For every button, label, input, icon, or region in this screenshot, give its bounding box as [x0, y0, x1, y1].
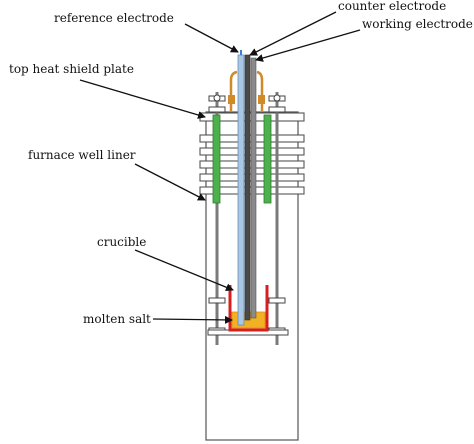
label-reference-electrode: reference electrode	[54, 11, 174, 25]
working-electrode	[250, 57, 257, 319]
reference-electrode	[237, 54, 245, 326]
arrow-molten-salt	[152, 315, 233, 324]
crucible	[228, 285, 269, 332]
label-molten-salt: molten salt	[83, 312, 151, 326]
green-insulators	[212, 114, 272, 204]
label-counter-electrode: counter electrode	[338, 0, 446, 13]
arrow-reference-electrode	[184, 23, 239, 53]
label-working-electrode: working electrode	[362, 17, 473, 31]
arrow-crucible	[134, 249, 234, 292]
arrow-furnace-well-liner	[134, 163, 206, 201]
leader-arrows	[79, 11, 361, 324]
label-crucible: crucible	[97, 235, 146, 249]
electrode-assembly	[237, 50, 257, 326]
counter-electrode	[244, 54, 251, 321]
copper-leads	[229, 70, 264, 112]
arrow-top-heat-shield-plate	[79, 79, 206, 119]
arrow-working-electrode	[255, 29, 361, 62]
label-furnace-well-liner: furnace well liner	[28, 148, 136, 162]
arrow-counter-electrode	[249, 11, 337, 56]
label-top-heat-shield-plate: top heat shield plate	[9, 62, 134, 76]
